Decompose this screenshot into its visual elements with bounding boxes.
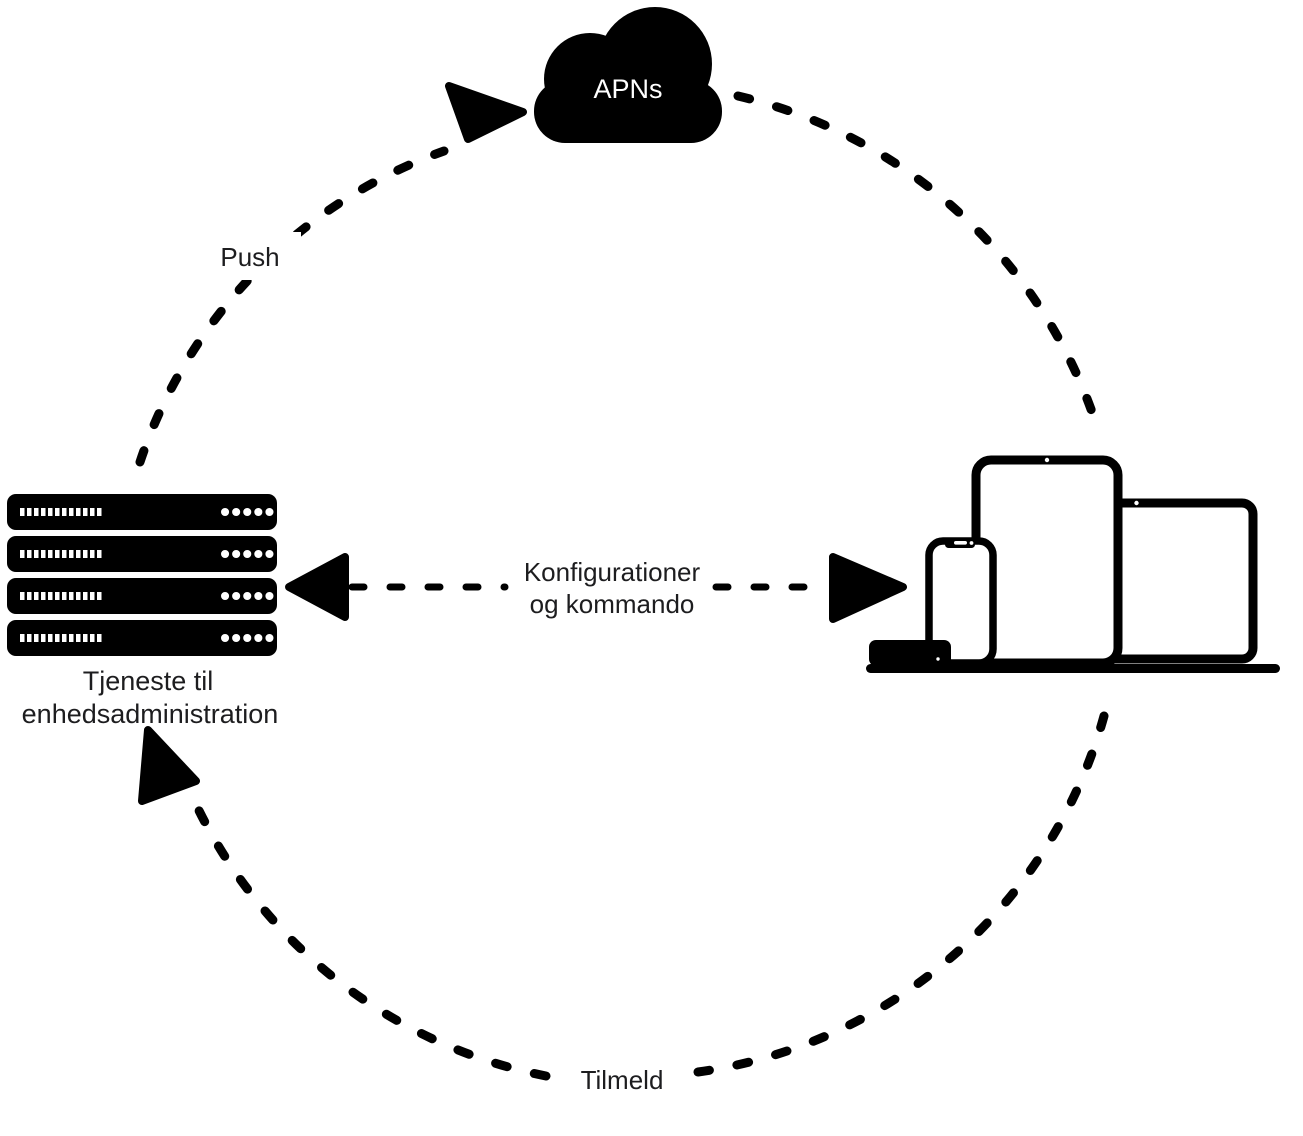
enroll-to-server-arc [188,793,551,1081]
apple-tv-icon [869,640,951,666]
server-unit [7,536,277,572]
server-label-line2: enhedsadministration [22,699,279,729]
push-label-mask [201,232,301,280]
server-unit [7,620,277,656]
server-label-line1: Tjeneste til [83,666,214,696]
mdm-server-node: Tjeneste til enhedsadministration [7,494,278,729]
iphone-icon [925,537,997,667]
configurations-edge [285,553,907,623]
ipad-icon [971,455,1123,668]
apns-label: APNs [593,74,662,104]
apns-to-devices-arc [733,91,1097,417]
arrowhead-to-server-bottom-icon [138,726,200,805]
config-label-line2: og kommando [530,589,695,619]
server-rack-icon [7,494,277,656]
devices-baseline [866,664,1280,673]
enroll-label-mask [556,1050,688,1102]
server-unit [7,494,277,530]
server-unit [7,578,277,614]
arrowhead-to-apns-icon [445,82,527,143]
push-label: Push [220,242,279,272]
cloud-icon [534,7,722,143]
arrowhead-to-devices-icon [829,553,907,623]
enroll-label: Tilmeld [581,1065,664,1095]
apns-node: APNs [534,7,722,143]
devices-to-enroll-arc [693,711,1109,1077]
devices-node [866,455,1280,673]
push-arc [135,146,449,467]
arrowhead-to-server-icon [285,553,349,621]
config-label-line1: Konfigurationer [524,557,701,587]
cycle-arcs [135,91,1109,1081]
